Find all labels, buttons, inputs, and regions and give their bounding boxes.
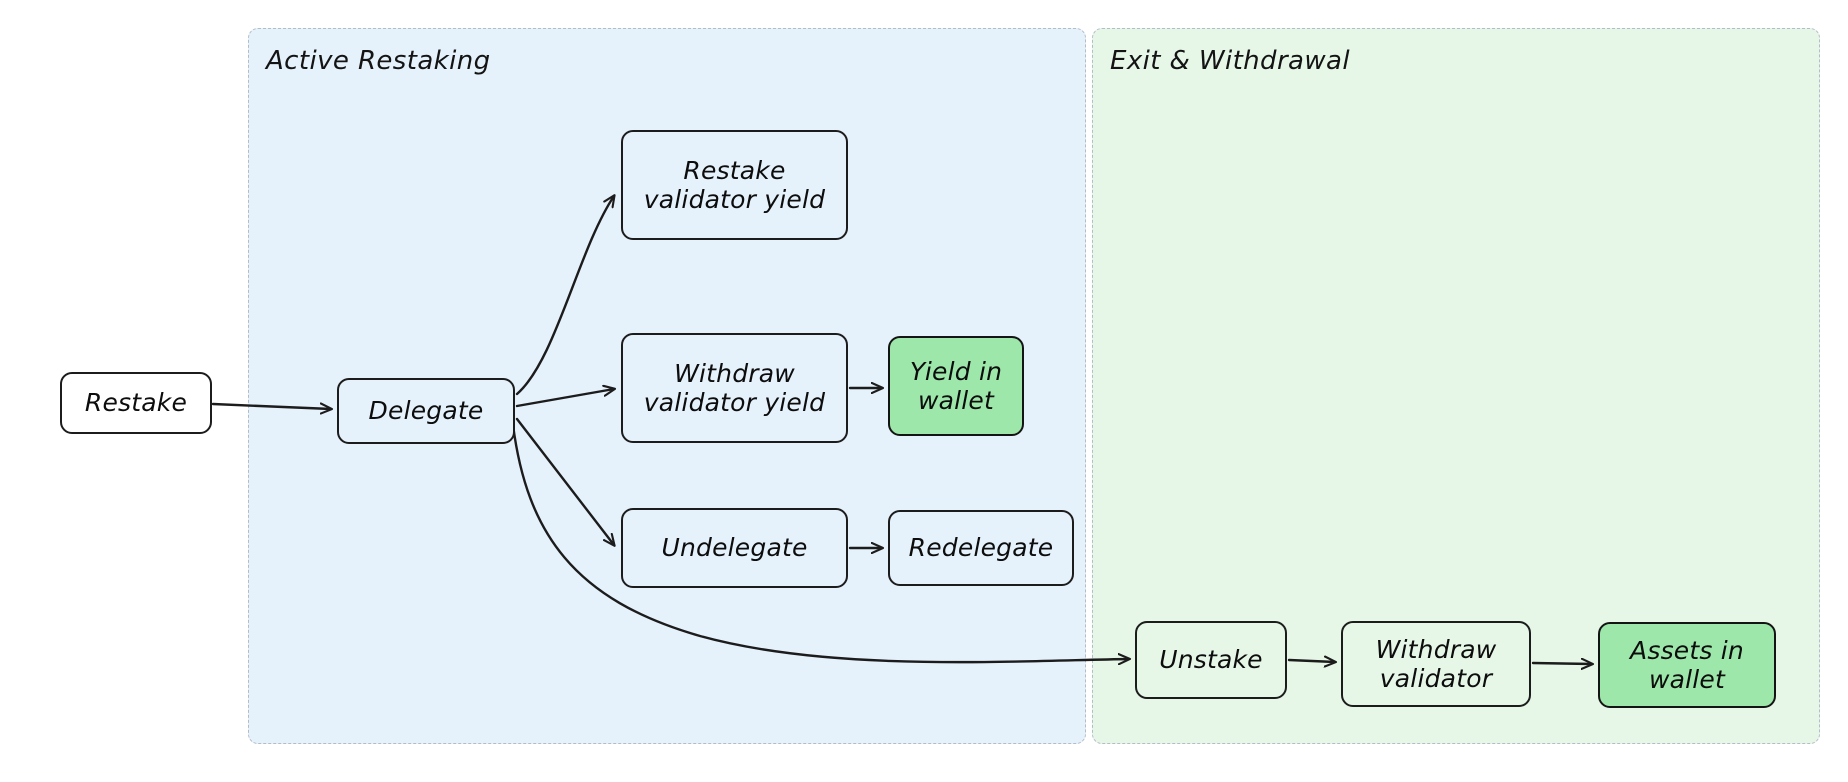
- node-restake[interactable]: Restake: [60, 372, 212, 434]
- node-withdraw-validator[interactable]: Withdraw validator: [1341, 621, 1531, 707]
- node-undelegate[interactable]: Undelegate: [621, 508, 848, 588]
- node-unstake[interactable]: Unstake: [1135, 621, 1287, 699]
- cluster-exit-withdrawal-title: Exit & Withdrawal: [1110, 46, 1350, 76]
- cluster-active-restaking-title: Active Restaking: [266, 46, 491, 76]
- node-yield-in-wallet[interactable]: Yield in wallet: [888, 336, 1024, 436]
- node-withdraw-validator-yield[interactable]: Withdraw validator yield: [621, 333, 848, 443]
- node-assets-in-wallet[interactable]: Assets in wallet: [1598, 622, 1776, 708]
- node-redelegate[interactable]: Redelegate: [888, 510, 1074, 586]
- node-delegate[interactable]: Delegate: [337, 378, 515, 444]
- node-restake-validator-yield[interactable]: Restake validator yield: [621, 130, 848, 240]
